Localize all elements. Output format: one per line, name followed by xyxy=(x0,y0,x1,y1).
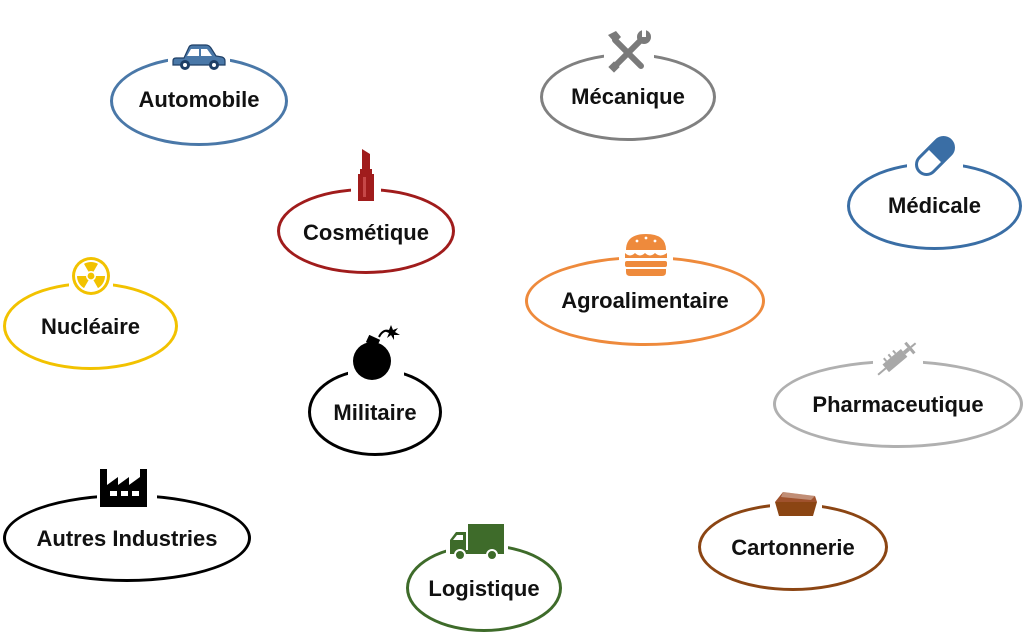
sector-logistique: Logistique xyxy=(406,520,562,632)
sector-label: Mécanique xyxy=(571,84,685,109)
sector-automobile: Automobile xyxy=(110,40,288,146)
sector-ellipse xyxy=(277,188,455,274)
sector-medicale: Médicale xyxy=(847,128,1022,250)
sector-label: Médicale xyxy=(888,193,981,218)
sector-label: Agroalimentaire xyxy=(561,288,729,313)
sector-nucleaire: Nucléaire xyxy=(3,254,178,370)
sector-label: Autres Industries xyxy=(36,526,218,551)
lipstick-icon xyxy=(351,146,381,204)
sector-label: Automobile xyxy=(138,87,260,112)
sector-label: Pharmaceutique xyxy=(812,392,984,417)
sector-militaire: Militaire xyxy=(308,322,442,456)
bomb-icon xyxy=(348,322,404,384)
sector-cartonnerie: Cartonnerie xyxy=(698,487,888,591)
sector-mecanique: Mécanique xyxy=(540,27,716,141)
sector-label: Logistique xyxy=(428,576,540,601)
pill-capsule-icon xyxy=(907,128,963,184)
car-icon xyxy=(168,40,230,72)
sector-label: Cartonnerie xyxy=(731,535,855,560)
cardboard-box-icon xyxy=(770,487,822,519)
truck-icon xyxy=(446,520,508,564)
sector-label: Cosmétique xyxy=(303,220,429,245)
radiation-icon xyxy=(69,254,113,298)
sector-label: Nucléaire xyxy=(40,314,141,339)
sector-label: Militaire xyxy=(333,400,417,425)
burger-icon xyxy=(619,230,673,280)
factory-icon xyxy=(97,466,157,510)
sector-pharmaceutique: Pharmaceutique xyxy=(773,334,1023,448)
sector-agroalimentaire: Agroalimentaire xyxy=(525,230,765,346)
syringe-icon xyxy=(873,334,923,382)
sector-autres-industries: Autres Industries xyxy=(3,466,251,582)
sector-cosmetique: Cosmétique xyxy=(277,146,455,274)
tools-icon xyxy=(604,27,654,77)
